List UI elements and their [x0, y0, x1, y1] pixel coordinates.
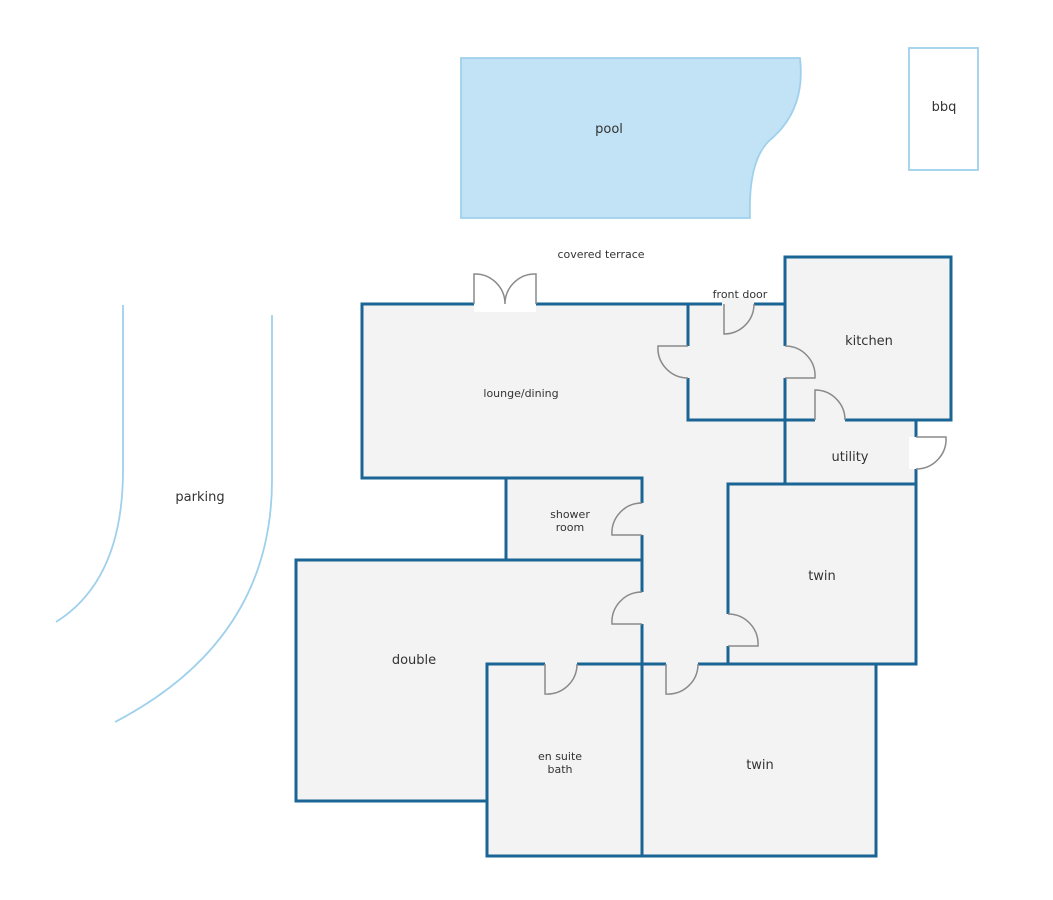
twin-upper-walls	[726, 482, 918, 666]
twin-lower-door-swing-icon	[665, 663, 699, 695]
twin-upper-door-swing-icon	[727, 613, 759, 647]
utility-door-swing-icon	[814, 389, 846, 421]
hall-door-swing-icon	[657, 345, 689, 379]
shower-door-swing-icon	[611, 502, 643, 536]
lounge-dining-label: lounge/dining	[483, 387, 558, 400]
twin-lower-label: twin	[746, 758, 774, 773]
shower-room-label-line1: shower	[550, 508, 590, 521]
utility-label: utility	[832, 450, 869, 465]
parking-label: parking	[175, 490, 224, 505]
front-door-label: front door	[713, 288, 768, 301]
parking-driveway	[55, 305, 273, 723]
house-floor	[296, 257, 951, 856]
room-labels: pool bbq covered terrace front door kitc…	[175, 100, 956, 776]
twin-upper-label: twin	[808, 569, 836, 584]
doors	[473, 273, 947, 695]
double-label: double	[392, 653, 436, 668]
front-door-swing-icon	[723, 303, 755, 335]
parking-curve-outer	[114, 315, 273, 723]
kitchen-label: kitchen	[845, 334, 893, 349]
kitchen-walls	[783, 255, 953, 422]
pool-label: pool	[595, 122, 623, 137]
en-suite-door-swing-icon	[544, 663, 578, 695]
en-suite-label-line2: bath	[547, 763, 572, 776]
bbq-outline	[908, 47, 979, 171]
shower-room-label-line2: room	[556, 521, 584, 534]
en-suite-label-line1: en suite	[538, 750, 582, 763]
twin-lower-walls	[640, 662, 878, 858]
bbq-label: bbq	[932, 100, 957, 115]
kitchen-door-swing-icon	[784, 345, 816, 379]
pool-shape	[460, 57, 802, 219]
utility-exterior-door-icon	[915, 436, 947, 470]
double-walls	[294, 558, 644, 803]
parking-curve-inner	[55, 305, 124, 623]
double-door-swing-icon	[611, 591, 643, 625]
pool	[460, 57, 802, 219]
covered-terrace-label: covered terrace	[557, 248, 644, 261]
terrace-double-door-icon	[473, 273, 537, 305]
